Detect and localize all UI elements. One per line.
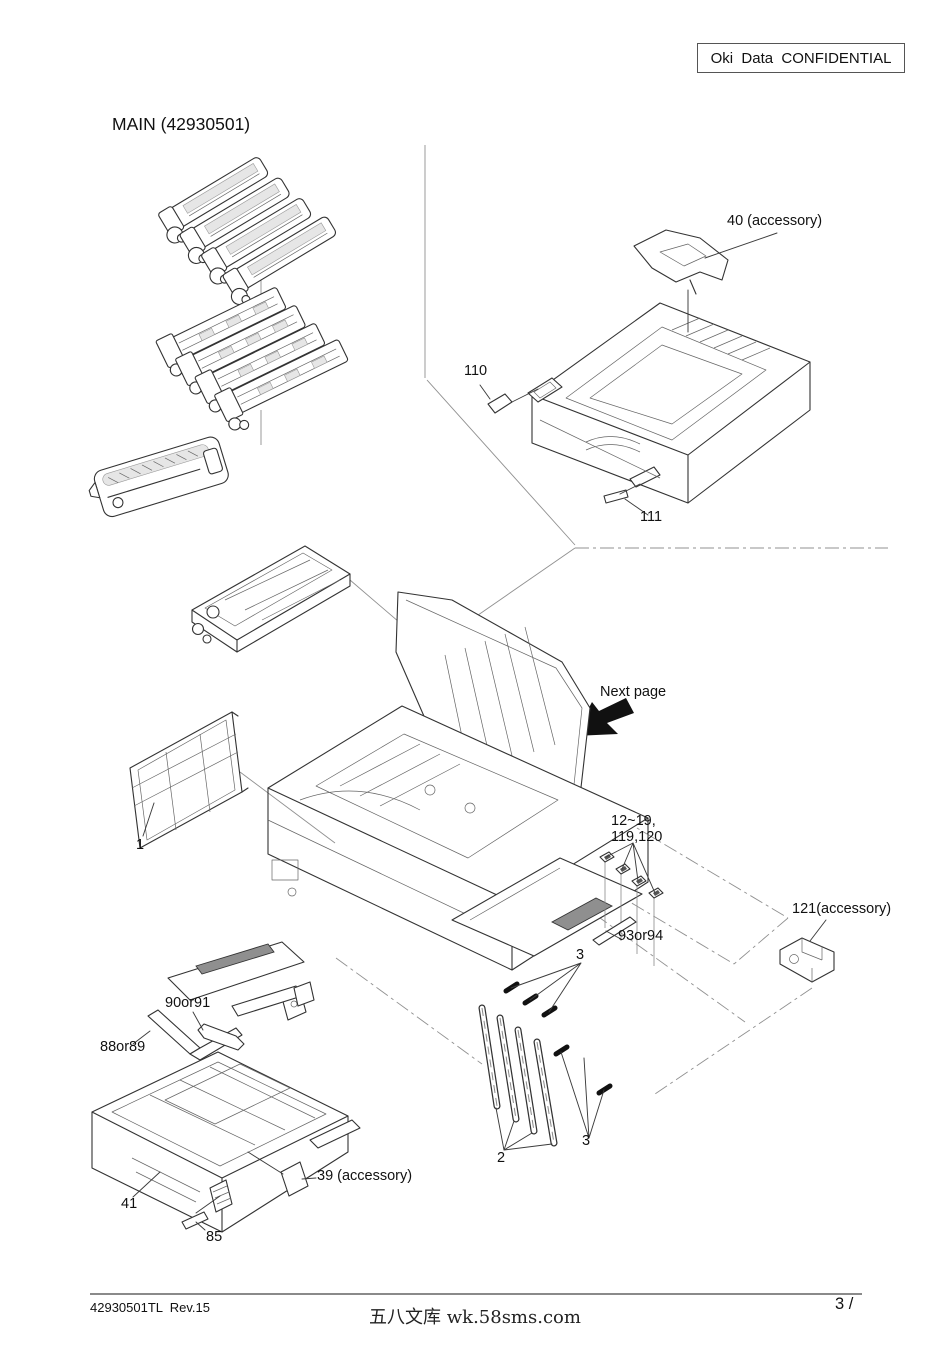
footer-page-number: 3 /: [835, 1295, 854, 1313]
paper-tray-part-41: [91, 1051, 361, 1233]
callout-3-upper: 3: [576, 947, 585, 963]
callout-40: 40 (accessory): [727, 213, 823, 229]
callout-41: 41: [121, 1196, 138, 1212]
callout-121: 121(accessory): [792, 901, 892, 917]
callout-39: 39 (accessory): [317, 1168, 413, 1184]
toner-cartridges: [158, 157, 337, 306]
callout-111: 111: [640, 509, 663, 525]
footer-rule: [90, 1293, 862, 1295]
footer-watermark: 五八文库 wk.58sms.com: [369, 1307, 581, 1328]
handle-part-40: [633, 229, 729, 295]
main-printer-body: [267, 591, 649, 971]
footer-doc-number: 42930501TL Rev.15: [90, 1300, 210, 1315]
leader-lines: [132, 232, 827, 1231]
confidential-stamp: Oki Data CONFIDENTIAL: [697, 43, 905, 73]
plate-part-110: [487, 393, 513, 414]
callout-88or89: 88or89: [100, 1039, 146, 1055]
callout-1: 1: [136, 837, 145, 853]
feed-rail-assembly: [167, 941, 315, 1021]
belt-unit: [191, 545, 351, 653]
callout-110: 110: [464, 363, 488, 379]
front-panel-part-1: [129, 711, 249, 849]
accessory-part-39: [280, 1161, 309, 1197]
fuser-unit: [88, 436, 229, 518]
callout-next-page: Next page: [600, 684, 667, 700]
top-cover-assembly: [527, 302, 811, 504]
image-drum-units: [155, 287, 349, 431]
callout-2: 2: [497, 1150, 506, 1166]
strip-90or91: [197, 1023, 245, 1051]
next-page-arrow: [574, 698, 634, 736]
callout-90or91: 90or91: [165, 995, 211, 1011]
page-title: MAIN (42930501): [112, 114, 251, 134]
part-85: [181, 1211, 209, 1230]
callout-3-lower: 3: [582, 1133, 591, 1149]
callout-93or94: 93or94: [618, 928, 664, 944]
bracket-part-121: [779, 937, 835, 983]
callout-12-19-119-120: 12~19, 119,120: [611, 813, 663, 845]
strip-part-93or94: [592, 916, 637, 946]
lift-rods-part-2: [478, 1004, 558, 1147]
callout-85: 85: [206, 1229, 223, 1245]
